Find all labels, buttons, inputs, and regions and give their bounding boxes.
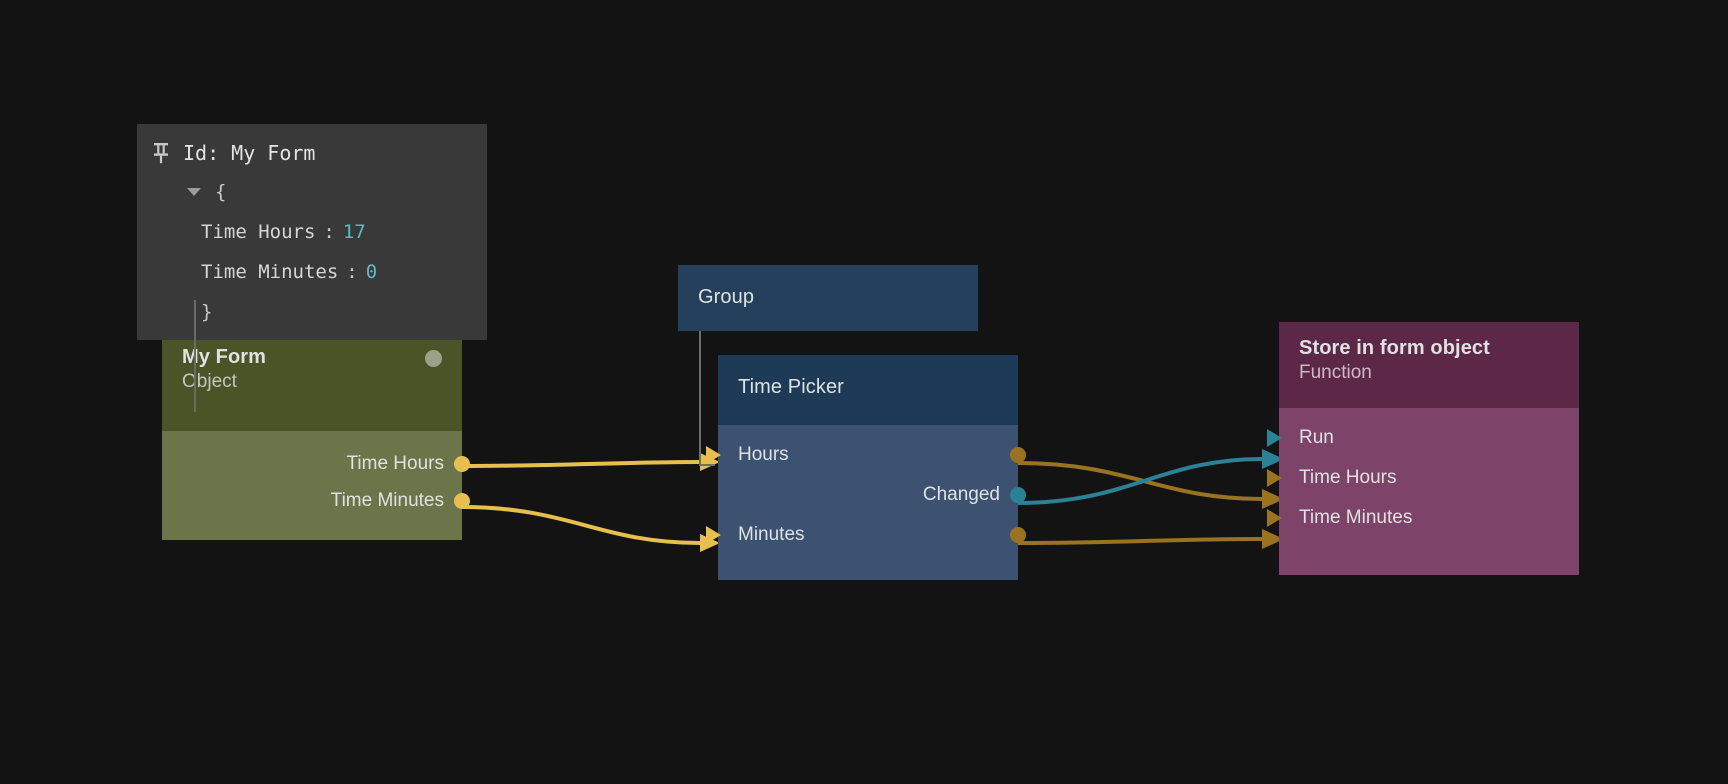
output-port-dot-time-hours[interactable] (454, 455, 470, 472)
inspector-entry-row: Time Minutes : 0 (137, 252, 487, 292)
output-port-row-time-minutes[interactable]: Time Minutes (162, 482, 470, 519)
inspector-title: Id: My Form (183, 141, 316, 165)
inspector-entry-separator: : (346, 261, 358, 283)
input-port-row-run[interactable]: Run (1267, 418, 1579, 458)
node-store-in-form-object-body: Run Time Hours Time Minutes (1267, 408, 1579, 575)
node-group-header[interactable]: Group (678, 265, 978, 331)
output-port-dot-changed[interactable] (1010, 487, 1026, 503)
inspector-close-row: } (137, 292, 487, 332)
node-time-picker-header[interactable]: Time Picker (718, 355, 1018, 425)
node-time-picker[interactable]: Time Picker Hours Changed Minutes (706, 355, 1026, 580)
input-port-arrow-run[interactable] (1267, 429, 1282, 447)
inspector-entry-key: Time Hours (201, 221, 316, 243)
inspector-entry-value: 0 (365, 261, 378, 283)
inspector-entry-key: Time Minutes (201, 261, 339, 283)
node-my-form[interactable]: My Form Object Time Hours Time Minutes (162, 331, 470, 540)
port-row-minutes[interactable]: Minutes (706, 515, 1026, 555)
inspector-panel[interactable]: Id: My Form { Time Hours : 17 Time Minut… (137, 124, 487, 412)
pin-icon[interactable] (151, 142, 171, 164)
wire-timepicker-hours-to-store-timehours (1017, 461, 1284, 509)
inspector-open-brace: { (215, 181, 227, 203)
node-time-picker-body: Hours Changed Minutes (706, 425, 1026, 580)
node-my-form-body: Time Hours Time Minutes (162, 431, 470, 540)
input-port-row-time-minutes[interactable]: Time Minutes (1267, 498, 1579, 538)
inspector-indent-guide (194, 300, 196, 412)
output-port-dot-time-minutes[interactable] (454, 492, 470, 509)
node-my-form-subtitle: Object (182, 371, 237, 392)
input-port-label-time-minutes: Time Minutes (1299, 507, 1413, 528)
port-row-changed[interactable]: Changed (718, 475, 1026, 515)
input-port-arrow-hours[interactable] (706, 446, 721, 464)
input-port-arrow-minutes[interactable] (706, 526, 721, 544)
inspector-collapse-row[interactable]: { (137, 172, 487, 212)
inspector-entry-row: Time Hours : 17 (137, 212, 487, 252)
output-port-label-changed: Changed (922, 484, 1000, 505)
inspector-entry-separator: : (323, 221, 335, 243)
input-port-label-run: Run (1299, 427, 1334, 448)
wire-myform-minutes-to-timepicker-minutes (461, 505, 720, 552)
output-port-row-time-hours[interactable]: Time Hours (162, 445, 470, 482)
input-port-label-time-hours: Time Hours (1299, 467, 1397, 488)
inspector-entry-value: 17 (342, 221, 366, 243)
inspector-close-brace: } (201, 301, 213, 323)
node-store-in-form-object-header[interactable]: Store in form object Function (1279, 322, 1579, 408)
input-port-label-minutes: Minutes (738, 524, 805, 545)
chevron-down-icon[interactable] (187, 188, 201, 196)
output-port-dot-minutes[interactable] (1010, 527, 1026, 543)
input-port-label-hours: Hours (738, 444, 789, 465)
port-row-hours[interactable]: Hours (706, 435, 1026, 475)
status-dot-icon[interactable] (425, 350, 442, 367)
output-port-label-time-hours: Time Hours (346, 453, 444, 474)
node-my-form-title: My Form (182, 346, 267, 368)
node-group[interactable]: Group (678, 265, 978, 331)
input-port-row-time-hours[interactable]: Time Hours (1267, 458, 1579, 498)
output-port-label-time-minutes: Time Minutes (330, 490, 444, 511)
wire-timepicker-minutes-to-store-timeminutes (1017, 529, 1284, 549)
wire-timepicker-changed-to-store-run (1017, 449, 1284, 505)
output-port-dot-hours[interactable] (1010, 447, 1026, 463)
wire-myform-hours-to-timepicker-hours (461, 453, 720, 471)
input-port-arrow-time-hours[interactable] (1267, 469, 1282, 487)
input-port-arrow-time-minutes[interactable] (1267, 509, 1282, 527)
group-connector-tick (699, 464, 715, 466)
group-connector-line (699, 331, 701, 465)
node-store-in-form-object[interactable]: Store in form object Function Run Time H… (1267, 322, 1579, 575)
node-group-title: Group (698, 286, 755, 308)
node-my-form-header[interactable]: My Form Object (162, 331, 462, 431)
node-time-picker-title: Time Picker (738, 376, 844, 398)
node-store-in-form-object-title: Store in form object (1299, 337, 1490, 359)
node-store-in-form-object-subtitle: Function (1299, 362, 1372, 383)
inspector-header: Id: My Form (137, 134, 487, 172)
